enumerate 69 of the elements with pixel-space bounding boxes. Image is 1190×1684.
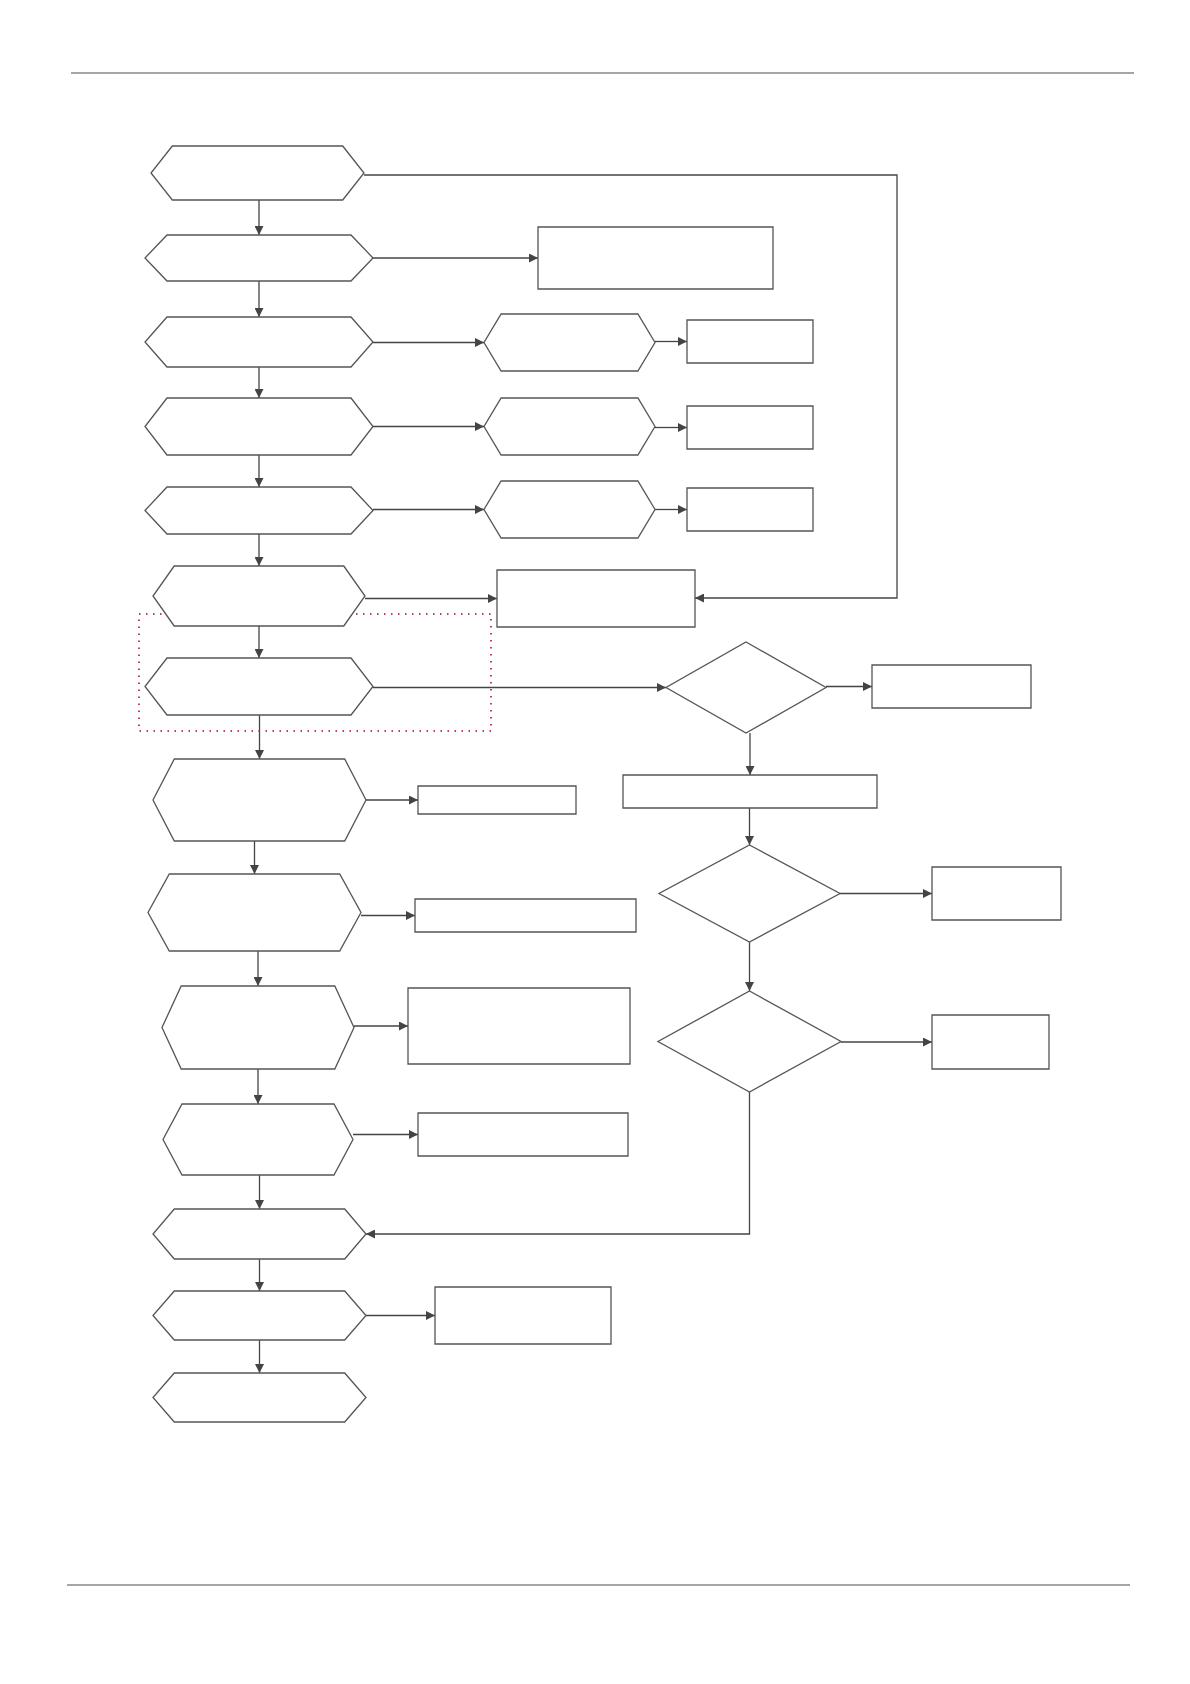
arrow (745, 732, 755, 776)
process-box (687, 320, 813, 363)
arrow (365, 1311, 436, 1320)
arrow (654, 423, 688, 432)
arrow (372, 505, 485, 514)
process-box (687, 406, 813, 449)
arrow (255, 1174, 264, 1210)
process-hexagon (145, 317, 373, 367)
arrow (254, 280, 264, 318)
process-hexagon (484, 398, 655, 455)
process-hexagon (145, 398, 373, 455)
arrow (372, 422, 485, 431)
process-hexagon (484, 481, 655, 538)
process-box (435, 1287, 611, 1344)
process-box (872, 665, 1031, 708)
arrow (253, 950, 263, 987)
arrow (253, 1068, 263, 1105)
process-hexagon (153, 566, 365, 626)
process-hexagon (151, 146, 364, 200)
process-hexagon (163, 1104, 353, 1175)
process-box (418, 1113, 628, 1156)
process-box (418, 786, 576, 814)
process-hexagon (145, 658, 373, 715)
arrow (254, 366, 264, 399)
arrow (360, 911, 416, 920)
process-hexagon (153, 759, 366, 841)
process-box (623, 775, 877, 808)
arrow (352, 1130, 419, 1139)
process-hexagon (145, 487, 373, 534)
arrow (365, 1091, 751, 1239)
arrow (745, 807, 754, 846)
arrow (255, 1339, 264, 1374)
decision-diamond (658, 991, 841, 1092)
process-hexagon (148, 874, 361, 951)
arrow (254, 625, 264, 659)
arrow (254, 199, 264, 236)
arrow (825, 682, 873, 691)
process-box (408, 988, 630, 1064)
process-box (932, 1015, 1049, 1069)
arrow (255, 1258, 264, 1292)
arrow (254, 533, 264, 567)
process-box (497, 570, 695, 627)
arrow (372, 338, 485, 347)
arrow (745, 941, 754, 992)
arrow (353, 1021, 409, 1031)
process-hexagon (484, 314, 655, 371)
process-hexagon (162, 986, 354, 1069)
arrow (364, 594, 498, 603)
arrow (372, 683, 667, 692)
arrow (365, 795, 419, 805)
process-hexagon (153, 1291, 366, 1340)
arrow (255, 714, 264, 760)
arrow (654, 505, 688, 514)
process-box (932, 867, 1061, 920)
arrow (363, 174, 898, 603)
arrow (250, 840, 259, 875)
arrow (654, 337, 688, 346)
process-box (687, 488, 813, 531)
arrow (840, 1037, 933, 1047)
decision-diamond (659, 845, 840, 942)
process-box (538, 227, 773, 289)
arrow (372, 253, 539, 263)
process-hexagon (153, 1373, 366, 1422)
process-box (415, 899, 636, 932)
decision-diamond (666, 642, 826, 733)
arrow (839, 889, 933, 898)
process-hexagon (153, 1209, 366, 1259)
arrow (254, 454, 264, 488)
process-hexagon (145, 235, 373, 281)
